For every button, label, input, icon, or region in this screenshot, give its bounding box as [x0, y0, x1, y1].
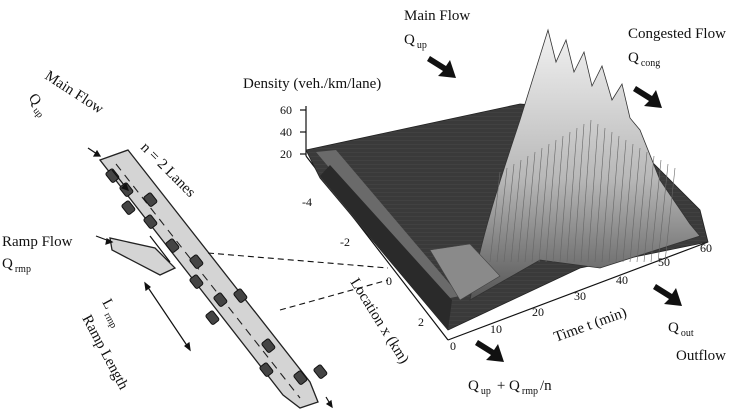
- vehicle-icon: [121, 200, 136, 215]
- vehicle-icon: [143, 214, 158, 229]
- peak-mesh-line: [545, 139, 557, 263]
- vehicle-icon: [261, 338, 276, 353]
- peak-mesh-line: [636, 151, 648, 263]
- peak-mesh-line: [496, 167, 508, 263]
- peak-mesh-line: [643, 155, 655, 263]
- vehicle-icon: [189, 274, 204, 289]
- ramp-flow-label: Ramp Flow: [2, 234, 73, 250]
- vehicle-icon: [205, 310, 220, 325]
- peak-mesh-line: [489, 171, 501, 263]
- peak-mesh-line: [510, 159, 522, 263]
- peak-mesh-line: [608, 135, 620, 263]
- peak-mesh-line: [580, 119, 592, 263]
- peak-mesh-line: [615, 139, 627, 263]
- density-axis-label: Density (veh./km/lane): [243, 76, 381, 92]
- peak-mesh-line: [587, 123, 599, 263]
- inflow-arrow-icon: [475, 340, 504, 362]
- peak-mesh-line: [664, 167, 676, 263]
- time-axis-label: Time t (min): [552, 305, 629, 346]
- peak-mesh-line: [503, 163, 515, 263]
- peak-mesh-line: [538, 143, 550, 263]
- time-tick-50: 50: [658, 255, 670, 269]
- peak-mesh-line: [566, 127, 578, 263]
- location-tick-2: 2: [418, 315, 424, 329]
- ramp-length-label: Ramp Length: [78, 312, 131, 392]
- peak-mesh-line: [601, 131, 613, 263]
- left-main-flow-label: Main Flow: [42, 68, 106, 118]
- peak-mesh: [489, 119, 676, 263]
- vehicle-icon: [233, 288, 248, 303]
- ramp-dip: [429, 243, 501, 301]
- vehicle-icon: [313, 364, 328, 379]
- vehicle-icon: [165, 238, 180, 253]
- peak-mesh-line: [622, 143, 634, 263]
- density-tick-60: 60: [280, 103, 292, 117]
- vehicle-icon: [293, 370, 308, 385]
- flow-arrows: [87, 147, 333, 409]
- peak-mesh-line: [552, 135, 564, 263]
- peak-mesh-line: [573, 123, 585, 263]
- vehicle-icon: [143, 192, 158, 207]
- time-tick-10: 10: [490, 322, 502, 336]
- time-tick-0: 0: [450, 339, 456, 353]
- density-tick-20a: 20: [280, 147, 292, 161]
- location-tick-m4: -4: [302, 195, 312, 209]
- peak-mesh-line: [629, 147, 641, 263]
- peak-mesh-line: [531, 147, 543, 263]
- projection-lines: [207, 252, 389, 311]
- peak-mesh-line: [559, 131, 571, 263]
- vehicle-icon: [105, 168, 120, 183]
- peak-mesh-line: [650, 159, 662, 263]
- on-ramp: [109, 237, 177, 276]
- time-tick-30: 30: [574, 289, 586, 303]
- peak-mesh-line: [517, 155, 529, 263]
- top-main-flow-label: Main Flow: [404, 8, 470, 24]
- peak-mesh-line: [594, 127, 606, 263]
- vehicle-icon: [213, 292, 228, 307]
- location-axis-label: Location x (km): [347, 276, 412, 367]
- outflow-arrow-icon: [653, 284, 682, 306]
- time-tick-20: 20: [532, 305, 544, 319]
- main-flow-arrow-icon: [427, 56, 456, 78]
- peak-mesh-line: [657, 163, 669, 263]
- peak-mesh-line: [524, 151, 536, 263]
- location-tick-m2: -2: [340, 235, 350, 249]
- density-surface-plot: 60 40 20 20 Density (veh./km/lane) -4 -2…: [243, 28, 712, 367]
- vehicle-icon: [189, 254, 204, 269]
- time-tick-40: 40: [616, 273, 628, 287]
- outflow-label: Outflow: [676, 348, 726, 364]
- surface-front-edge: [320, 165, 452, 330]
- density-tick-40: 40: [280, 125, 292, 139]
- road-surface: [98, 149, 319, 409]
- congested-arrow-icon: [633, 86, 662, 108]
- location-tick-0: 0: [386, 274, 392, 288]
- vehicle-icon: [259, 362, 274, 377]
- surface-strip: [316, 150, 460, 300]
- left-q-up-label: Qup: [22, 91, 51, 121]
- time-tick-60: 60: [700, 241, 712, 255]
- congested-flow-label: Congested Flow: [628, 26, 726, 42]
